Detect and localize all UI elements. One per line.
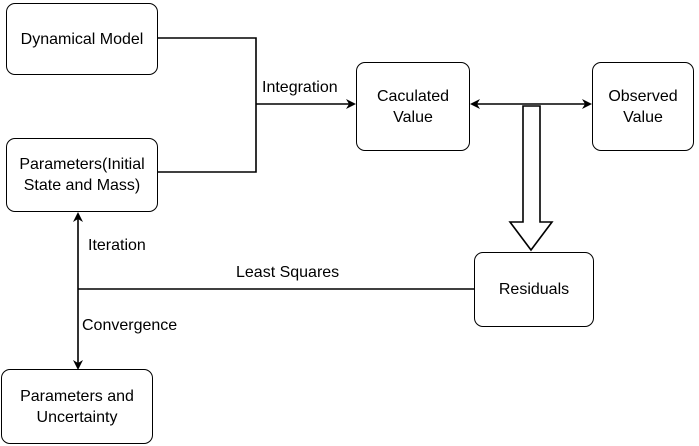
residuals-block-arrow bbox=[508, 105, 554, 252]
calculated-value-node: Caculated Value bbox=[356, 62, 470, 151]
observed-value-node: Observed Value bbox=[592, 62, 694, 151]
iteration-label: Iteration bbox=[88, 237, 146, 254]
parameters-initial-state-node: Parameters(Initial State and Mass) bbox=[6, 138, 158, 212]
parameters-uncertainty-node: Parameters and Uncertainty bbox=[1, 369, 153, 444]
least-squares-label: Least Squares bbox=[236, 264, 340, 281]
integration-label: Integration bbox=[262, 79, 338, 96]
convergence-label: Convergence bbox=[82, 317, 178, 334]
connector-dynamical-model bbox=[158, 37, 257, 104]
dynamical-model-node: Dynamical Model bbox=[6, 3, 158, 75]
residuals-node: Residuals bbox=[474, 252, 594, 327]
connector-parameters bbox=[158, 104, 257, 173]
